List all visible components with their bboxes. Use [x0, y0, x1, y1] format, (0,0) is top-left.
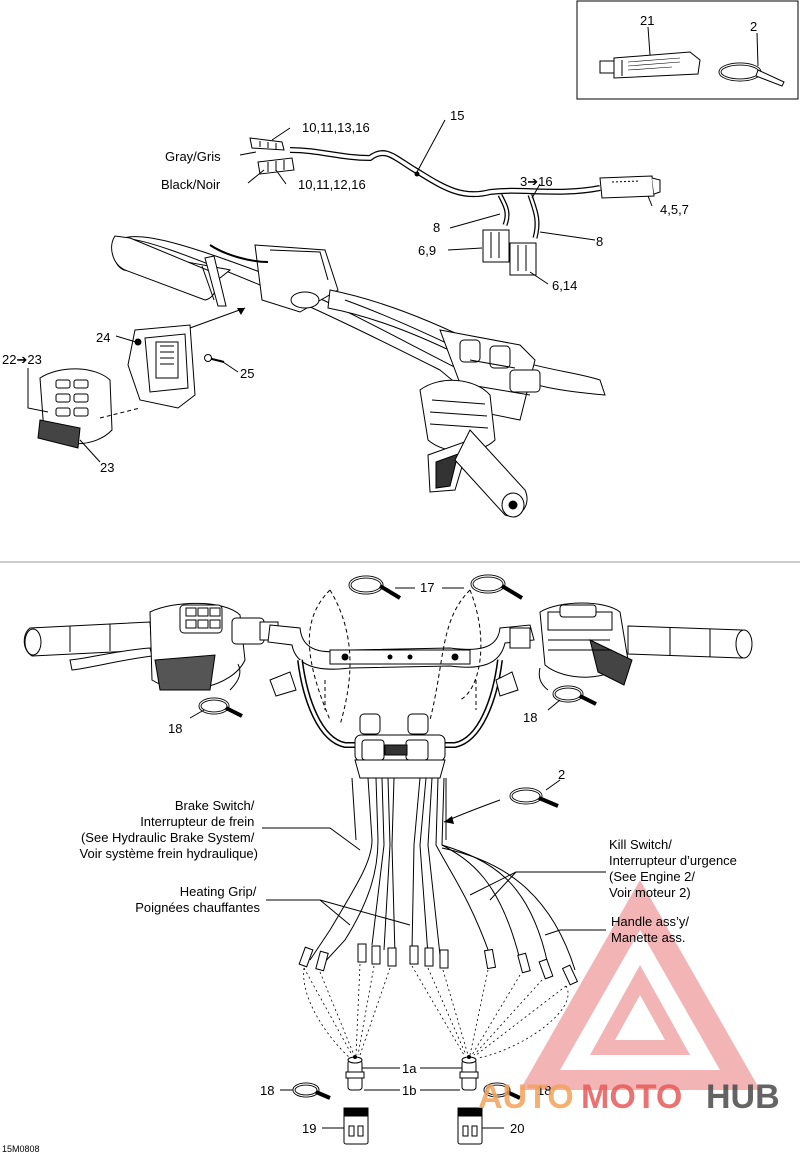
- cable-tie-2-mid: [443, 787, 559, 823]
- gray-refs: 10,11,13,16: [302, 120, 370, 135]
- callout-17: 17: [420, 580, 434, 595]
- left-housing-top: [209, 244, 339, 313]
- callout-18-bottom-left: 18: [260, 1083, 274, 1098]
- callout-18-left: 18: [168, 721, 182, 736]
- watermark-part-b: MOTO: [581, 1078, 682, 1116]
- callout-1b: 1b: [402, 1083, 416, 1098]
- callout-24: 24: [96, 330, 110, 345]
- kit-box: 21 2: [576, 0, 799, 100]
- mid-callout-leaders: [27, 335, 239, 463]
- gray-label: Gray/Gris: [165, 149, 221, 164]
- right-grip-top: [454, 429, 528, 518]
- right-housing-bottom: [509, 602, 633, 686]
- connector-housing-20: [457, 1107, 483, 1145]
- housing-24: [127, 324, 196, 409]
- cable-tie-17-right: [470, 574, 524, 600]
- callout-4-5-7: 4,5,7: [660, 202, 689, 217]
- connector-pin-right: [459, 1056, 479, 1091]
- cable-tie-18-bottom-right: [483, 1082, 521, 1100]
- cable-tie-18-right: [538, 667, 597, 706]
- leader-18-right: [547, 699, 561, 711]
- note-handle-assy: Handle ass’y/ Manette ass.: [611, 914, 693, 945]
- watermark-text: AUTO MOTO HUB: [478, 1078, 780, 1116]
- wiring-harness: [289, 147, 601, 239]
- connector-6-14: [509, 242, 537, 276]
- riser-top: [439, 329, 541, 421]
- callout-8-right: 8: [596, 234, 603, 249]
- wire-terminals: [298, 943, 579, 986]
- connector-6-9: [482, 229, 510, 263]
- callout-23: 23: [100, 460, 114, 475]
- callout-25: 25: [240, 366, 254, 381]
- bottom-leaders: [280, 1067, 504, 1129]
- callout-19: 19: [302, 1121, 316, 1136]
- callout-8-left: 8: [433, 220, 440, 235]
- cable-routing-dashed: [308, 589, 482, 726]
- handlebar-bottom: [23, 602, 753, 779]
- callout-15: 15: [450, 108, 464, 123]
- note-heating-grip: Heating Grip/ Poignées chauffantes: [135, 884, 260, 915]
- figure-code: 15M0808: [2, 1144, 40, 1154]
- connector-pin-left: [345, 1056, 365, 1091]
- note-brake-switch: Brake Switch/ Interrupteur de frein (See…: [80, 798, 258, 861]
- watermark-part-c: HUB: [706, 1078, 780, 1116]
- callout-6-9: 6,9: [418, 243, 436, 258]
- watermark-part-a: AUTO: [478, 1078, 574, 1116]
- cable-tie-18-left: [198, 663, 243, 718]
- callout-18-right: 18: [523, 710, 537, 725]
- callout-20: 20: [510, 1121, 524, 1136]
- leader-2-mid: [545, 779, 561, 791]
- wire-bundles: [309, 777, 576, 971]
- callout-2-top: 2: [750, 19, 757, 34]
- callout-22-23: 22➔23: [2, 352, 42, 367]
- note-leaders: [262, 827, 606, 936]
- callout-3-16: 3➔16: [520, 174, 553, 189]
- leader-18-left: [189, 709, 205, 719]
- black-label: Black/Noir: [161, 177, 221, 192]
- leader-24-arrow: [189, 307, 246, 329]
- connector-gray: [249, 137, 285, 151]
- right-grip-bottom: [627, 625, 750, 659]
- leader-21: [647, 26, 651, 56]
- dashed-wire-routing: [303, 963, 569, 1059]
- cable-tie-17-left: [348, 575, 402, 600]
- callout-6-14: 6,14: [552, 278, 577, 293]
- note-kill-switch: Kill Switch/ Interrupteur d’urgence (See…: [609, 837, 741, 900]
- callout-21: 21: [640, 13, 654, 28]
- black-refs: 10,11,12,16: [298, 177, 366, 192]
- watermark-triangle-logo: [520, 880, 760, 1090]
- cable-tie-18-bottom-left: [292, 1082, 331, 1100]
- cable-tie-icon: [718, 62, 785, 87]
- callout-18-bottom-right: 18: [537, 1083, 551, 1098]
- adhesive-tube-icon: [599, 51, 701, 79]
- left-housing-bottom: [149, 602, 279, 691]
- connector-housing-19: [343, 1107, 369, 1145]
- callout-2-mid: 2: [558, 767, 565, 782]
- top-callouts: [239, 119, 653, 285]
- connector-4-5-7: [599, 175, 661, 199]
- handlebar-top: [111, 235, 606, 518]
- connector-black: [257, 157, 295, 175]
- leader-2-top: [756, 32, 759, 67]
- left-grip-top: [111, 235, 227, 307]
- callout-1a: 1a: [402, 1061, 417, 1076]
- riser-clamp-bottom: [354, 713, 446, 779]
- switch-module-23: [37, 368, 113, 449]
